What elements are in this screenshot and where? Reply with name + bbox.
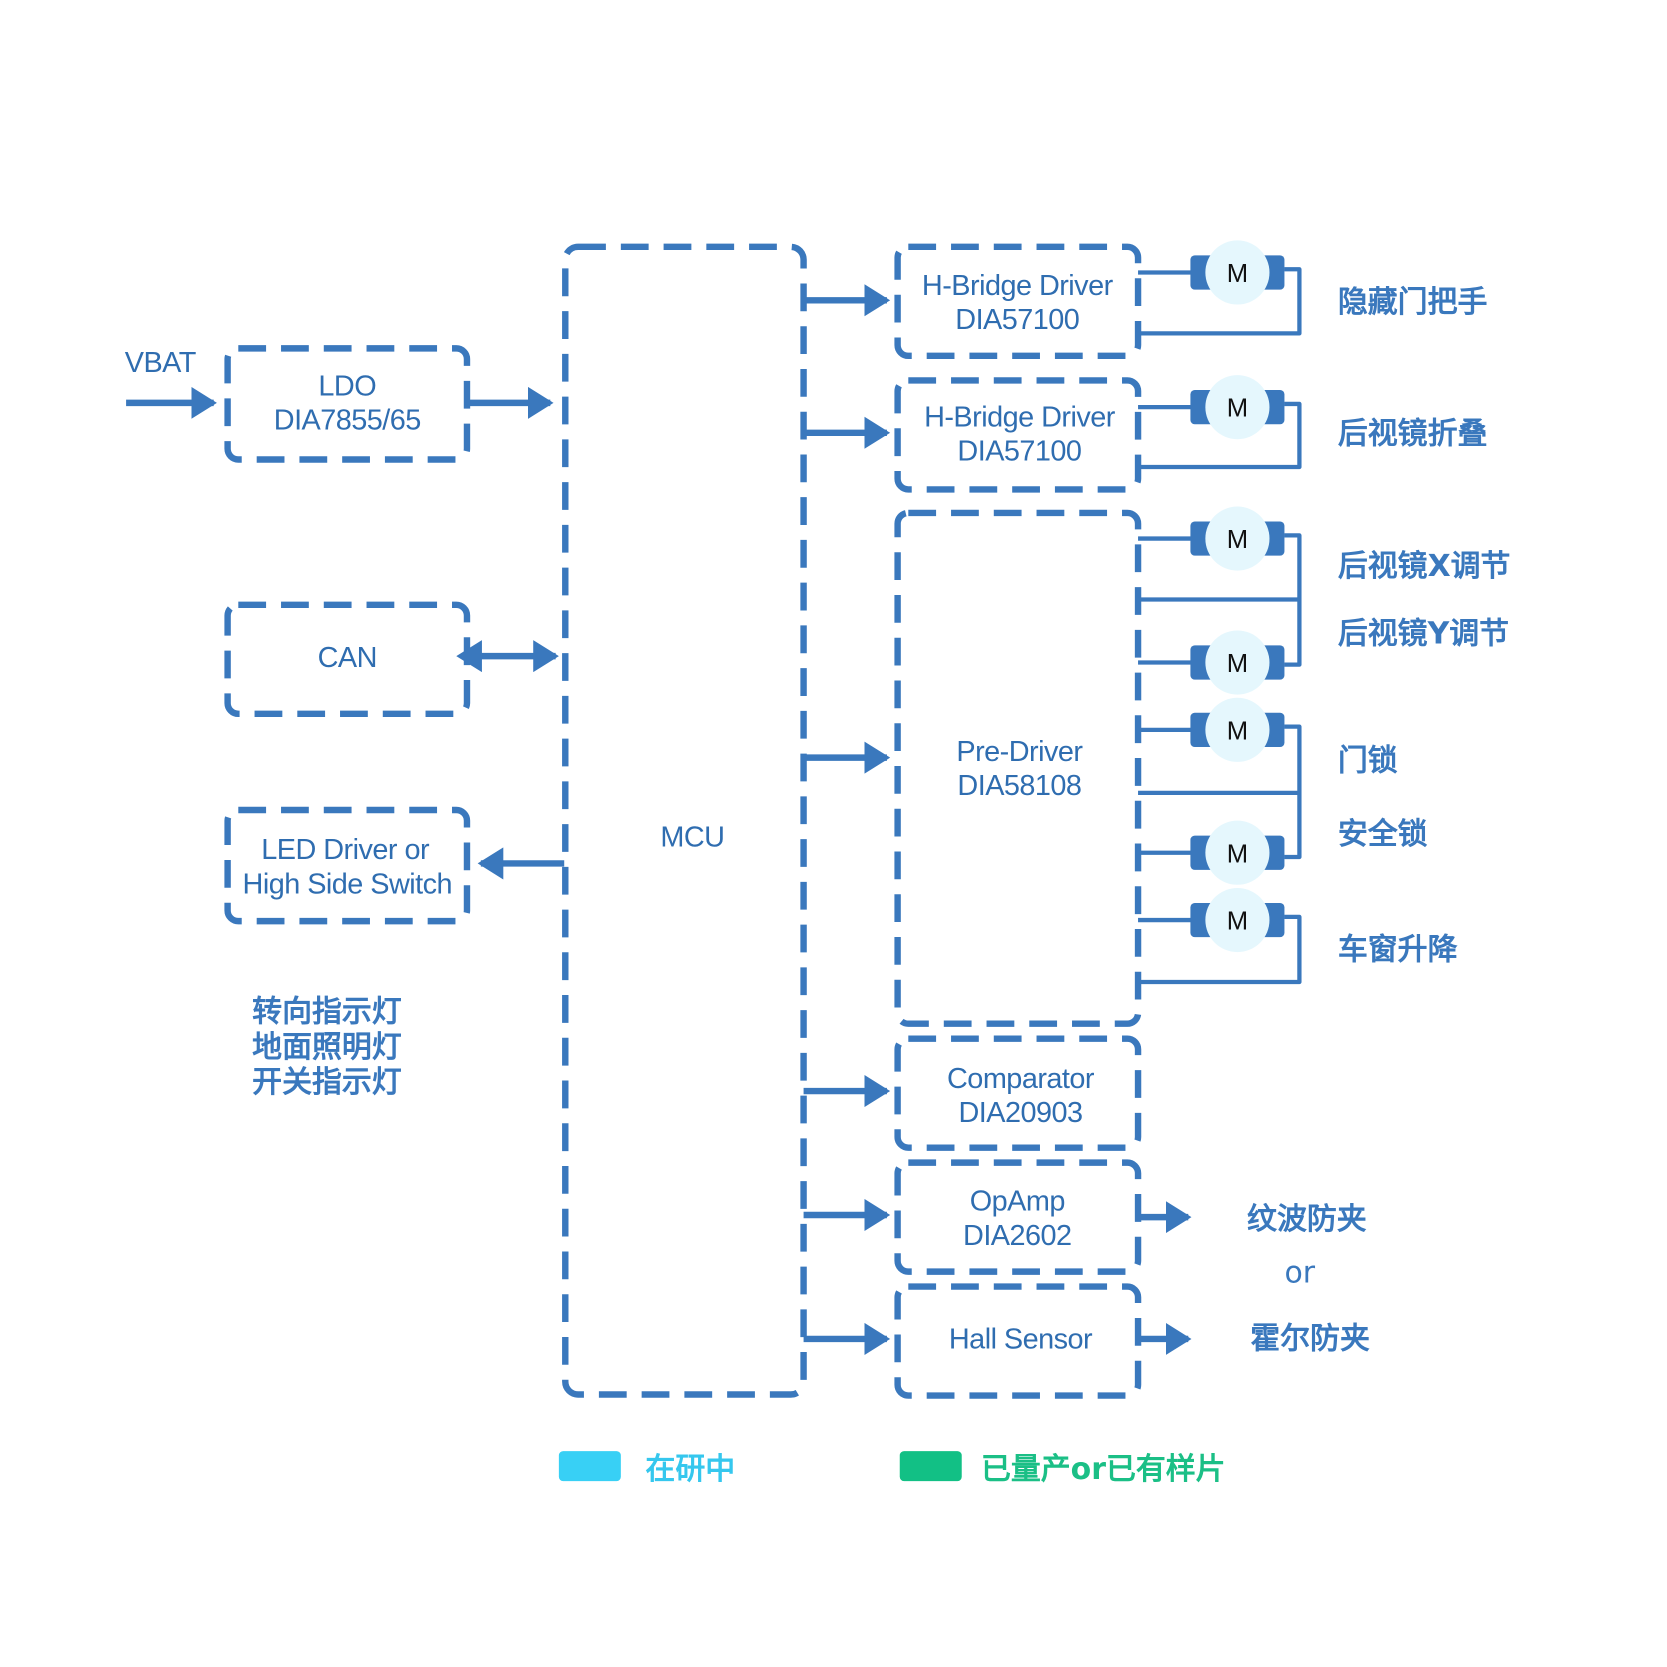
led-driver-subtitle: High Side Switch [243,868,452,900]
ldo-title: LDO [318,370,376,402]
motor-label: M [1227,395,1248,423]
motor-return-wire [1138,267,1302,336]
hbridge1-block[interactable]: H-Bridge Driver DIA57100 [894,243,1142,360]
motor-label: M [1227,526,1248,554]
motor-function-label: 安全锁 [1338,817,1428,852]
motor-function-label: 车窗升降 [1338,933,1458,968]
motor-icon [1205,630,1270,695]
legend-label-mass-production: 已量产or已有样片 [981,1452,1226,1487]
ripple-anti-pinch-label: 纹波防夹 [1247,1202,1367,1237]
comparator-title: Comparator [947,1063,1095,1095]
led-function-item: 转向指示灯 [252,995,402,1030]
motor-circuits: M M M M M M M [1138,240,1302,985]
vbat-label: VBAT [125,347,196,379]
comparator-block[interactable]: Comparator DIA20903 [894,1035,1142,1151]
predriver-title: Pre-Driver [956,736,1083,768]
motor-function-label: 后视镜X调节 [1338,549,1511,584]
legend-swatch-in-development [558,1451,621,1482]
motor-function-label: 后视镜Y调节 [1338,616,1509,651]
hall-sensor-block[interactable]: Hall Sensor [894,1283,1142,1399]
led-functions-list: 转向指示灯 地面照明灯 开关指示灯 [252,995,402,1101]
motor-return-wire [1138,401,1302,470]
led-function-item: 开关指示灯 [252,1065,402,1100]
opamp-block[interactable]: OpAmp DIA2602 [894,1159,1142,1275]
led-driver-box [224,806,471,925]
hbridge1-title: H-Bridge Driver [922,270,1114,302]
legend-swatch-mass-production [899,1451,962,1482]
hbridge2-part-number: DIA57100 [957,436,1081,468]
legend: 在研中 已量产or已有样片 [558,1451,1226,1487]
hbridge1-part-number: DIA57100 [955,304,1079,336]
motor-label: M [1227,650,1248,678]
motor-label: M [1227,840,1248,868]
can-title: CAN [318,642,377,674]
can-block[interactable]: CAN [224,601,471,718]
motor-function-label: 门锁 [1338,743,1398,778]
hbridge1-box [894,243,1142,360]
comparator-box [894,1035,1142,1151]
hbridge2-block[interactable]: H-Bridge Driver DIA57100 [894,377,1142,493]
motor-label: M [1227,908,1248,936]
led-function-item: 地面照明灯 [252,1030,402,1065]
mcu-block[interactable]: MCU [562,243,807,1398]
motor-label: M [1227,717,1248,745]
opamp-part-number: DIA2602 [963,1220,1072,1252]
motor-icon [1205,887,1270,953]
predriver-part-number: DIA58108 [957,770,1081,802]
motor-label: M [1227,260,1248,288]
led-driver-title: LED Driver or [261,834,430,866]
ldo-block[interactable]: LDO DIA7855/65 [224,345,471,463]
mcu-box [562,243,807,1398]
predriver-block[interactable]: Pre-Driver DIA58108 [894,509,1142,1027]
comparator-part-number: DIA20903 [958,1097,1082,1129]
ldo-part-number: DIA7855/65 [274,405,421,437]
motor-return-wire [1138,914,1302,985]
motor-icon [1205,240,1270,305]
hall-anti-pinch-label: 霍尔防夹 [1250,1322,1370,1357]
legend-label-in-development: 在研中 [645,1452,735,1487]
motor-icon [1205,375,1270,440]
hbridge2-title: H-Bridge Driver [924,401,1116,433]
motor-function-label: 后视镜折叠 [1338,416,1488,451]
mcu-title: MCU [660,821,724,853]
motor-icon [1205,697,1270,762]
opamp-title: OpAmp [970,1186,1065,1218]
predriver-box [894,509,1142,1027]
hbridge2-box [894,377,1142,493]
hall-sensor-title: Hall Sensor [949,1324,1093,1356]
motor-icon [1205,506,1270,571]
motor-function-label: 隐藏门把手 [1338,285,1488,320]
motor-icon [1205,820,1270,885]
or-label: or [1284,1255,1315,1290]
led-driver-block[interactable]: LED Driver or High Side Switch [224,806,471,925]
